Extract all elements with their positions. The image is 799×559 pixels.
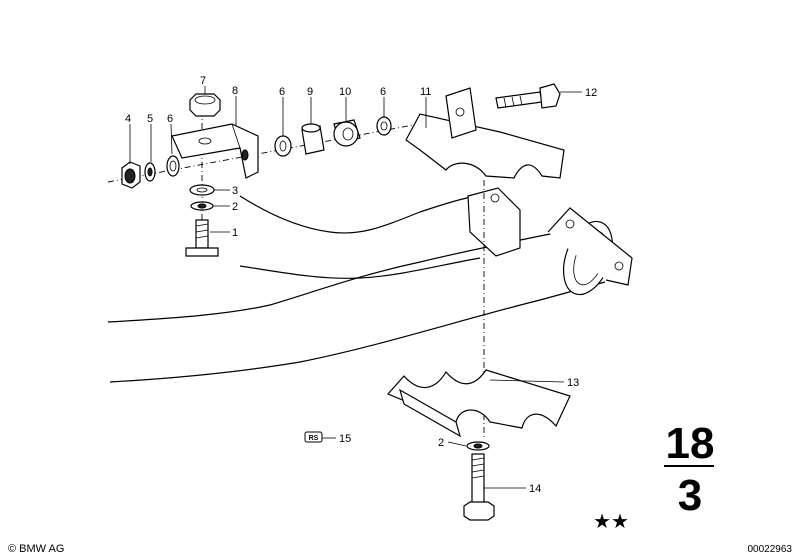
group-sub-number: 3 bbox=[678, 471, 702, 520]
callout-6-right: 6 bbox=[380, 86, 386, 98]
axis-line-horizontal bbox=[107, 119, 441, 183]
leader-lines bbox=[129, 86, 582, 489]
rs-badge: RS bbox=[304, 431, 323, 443]
callout-7: 7 bbox=[200, 75, 206, 87]
part-washer-2-lower bbox=[466, 441, 490, 451]
callout-3: 3 bbox=[232, 185, 238, 197]
part-bracket-8 bbox=[171, 123, 259, 179]
callout-4: 4 bbox=[125, 113, 131, 125]
callout-11: 11 bbox=[420, 86, 431, 98]
stars-mark: ★★ bbox=[593, 509, 629, 533]
part-washer-6-left bbox=[166, 155, 180, 177]
part-sleeve-9 bbox=[301, 123, 325, 155]
part-washer-5 bbox=[144, 162, 156, 182]
callout-2: 2 bbox=[232, 201, 238, 213]
callout-5: 5 bbox=[147, 113, 153, 125]
part-bolt-12 bbox=[495, 83, 561, 109]
group-main-number: 18 bbox=[666, 419, 715, 468]
callout-8: 8 bbox=[232, 85, 238, 97]
rs-badge-text: RS bbox=[309, 435, 319, 442]
callout-6-middle: 6 bbox=[279, 86, 285, 98]
part-nut-4 bbox=[121, 161, 141, 189]
part-bolt-1 bbox=[185, 219, 219, 257]
part-washer-6-right bbox=[376, 116, 392, 136]
part-bolt-14 bbox=[463, 453, 495, 521]
callout-1: 1 bbox=[232, 227, 238, 239]
callout-9: 9 bbox=[307, 86, 313, 98]
callout-6-left: 6 bbox=[167, 113, 173, 125]
axle-beam bbox=[107, 187, 633, 383]
callout-15: 15 bbox=[339, 433, 351, 445]
callout-10: 10 bbox=[339, 86, 351, 98]
part-washer-6-middle bbox=[274, 135, 292, 157]
drawing-number: 00022963 bbox=[748, 544, 793, 555]
part-bush-10 bbox=[333, 119, 361, 147]
part-nut-7 bbox=[189, 93, 221, 117]
callout-12: 12 bbox=[585, 87, 597, 99]
part-washer-2 bbox=[190, 201, 214, 211]
part-washer-3 bbox=[189, 184, 215, 196]
callout-2-lower: 2 bbox=[438, 437, 444, 449]
part-clamp-upper-11 bbox=[405, 87, 565, 179]
callout-14: 14 bbox=[529, 483, 541, 495]
copyright-text: © BMW AG bbox=[8, 543, 64, 555]
part-clamp-lower-13 bbox=[386, 369, 571, 438]
callout-13: 13 bbox=[567, 377, 579, 389]
